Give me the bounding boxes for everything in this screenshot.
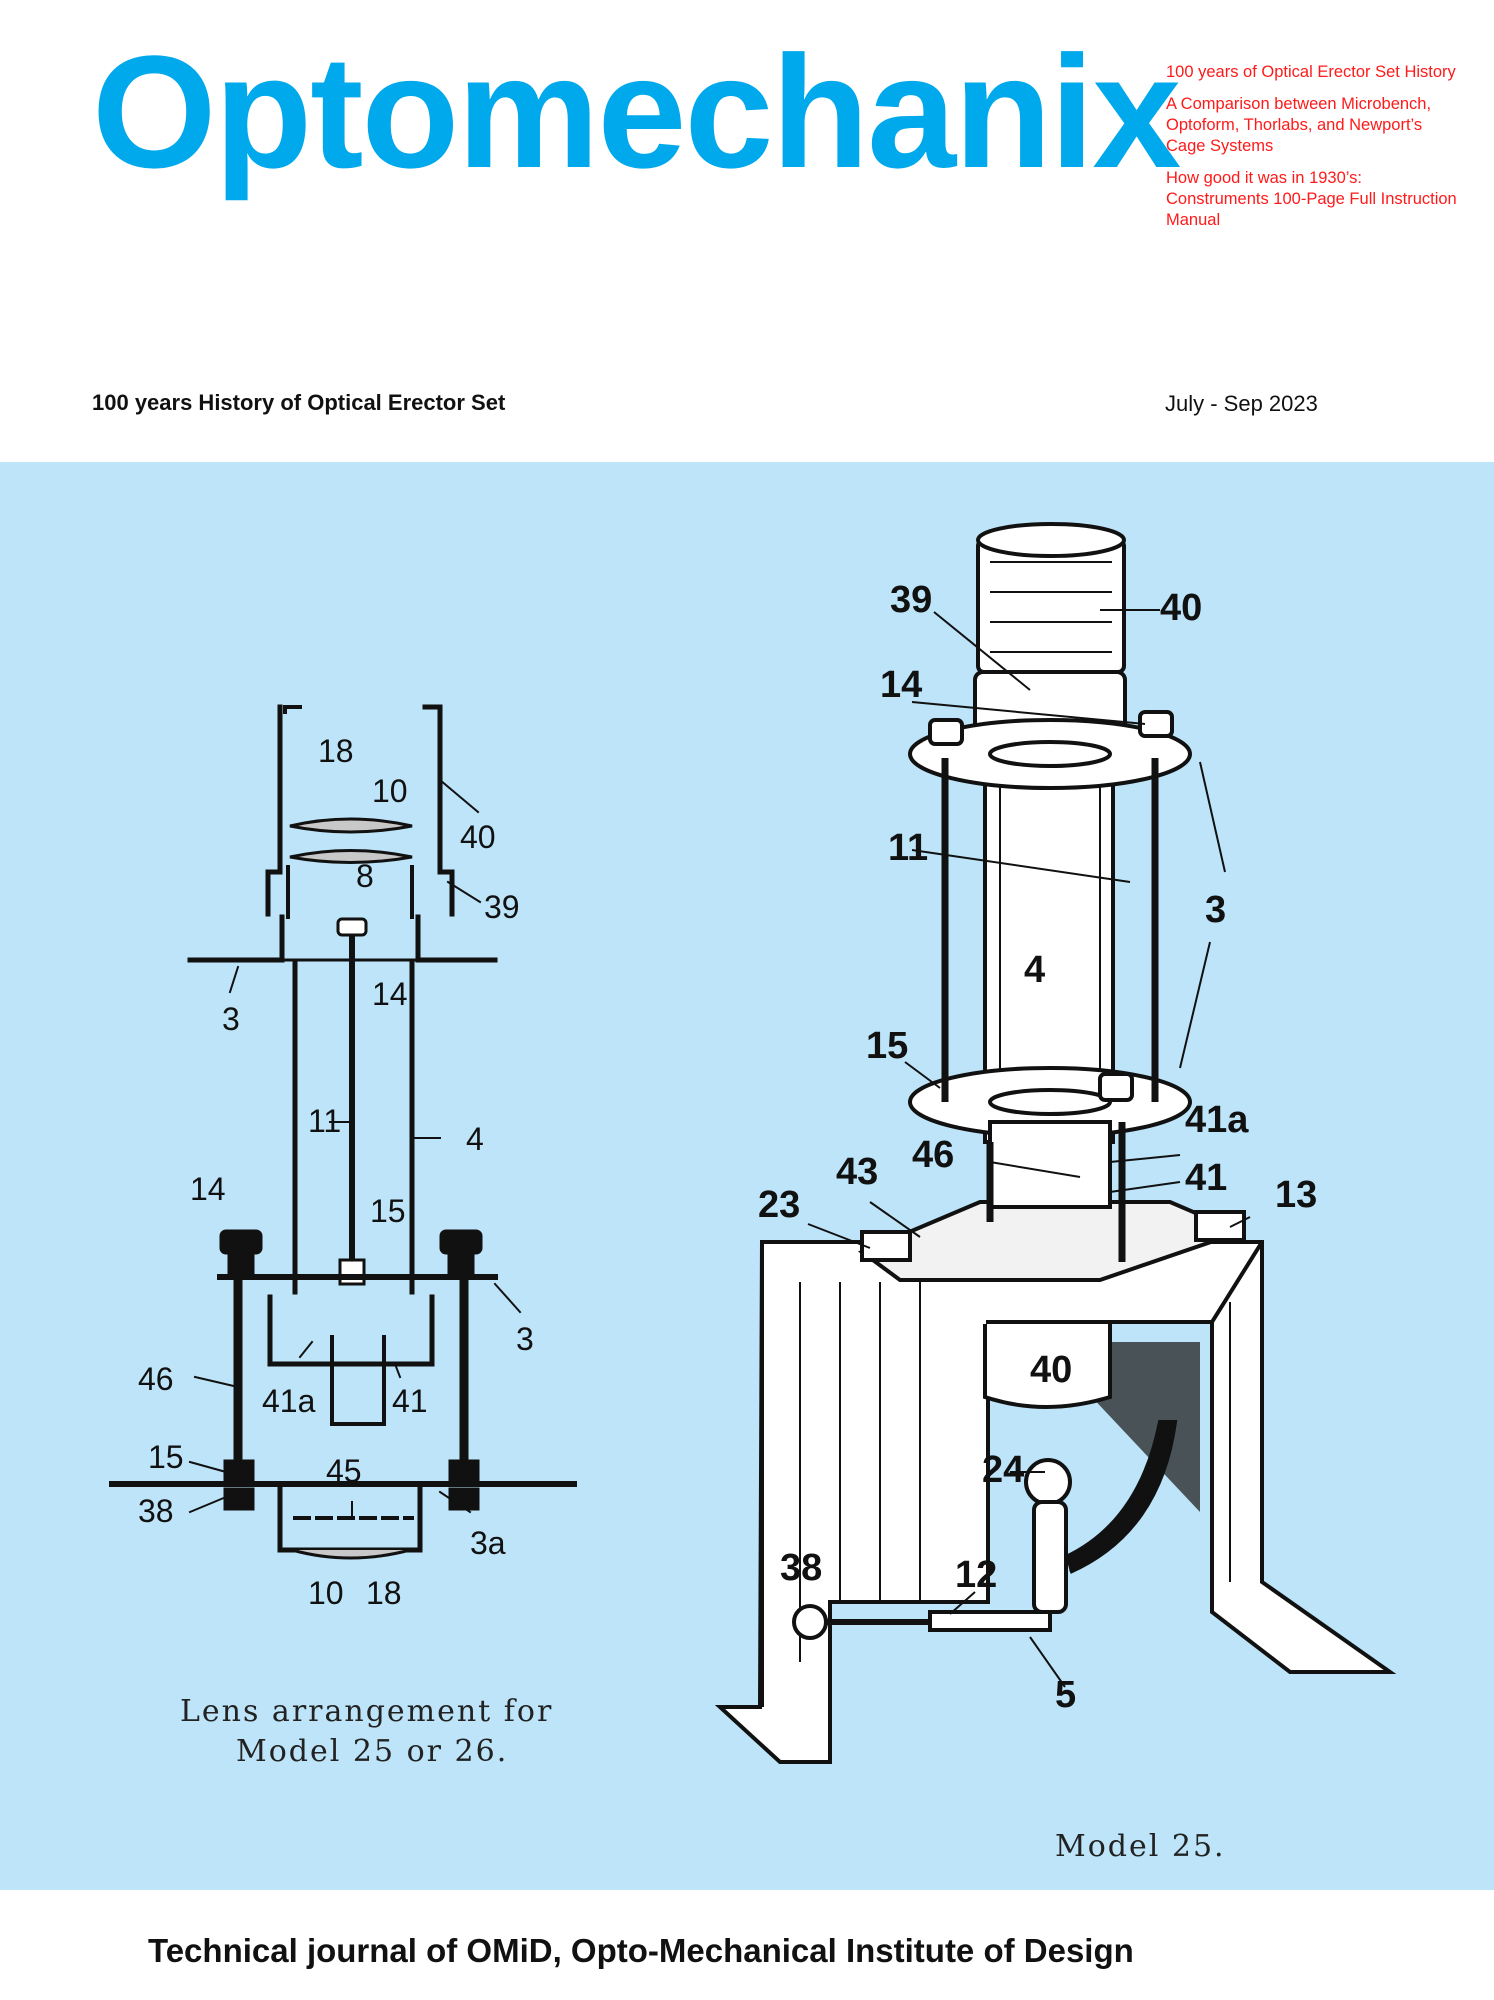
label-41a: 41a — [262, 1383, 316, 1419]
label-8: 8 — [356, 858, 374, 894]
label-14b: 14 — [190, 1171, 226, 1207]
label-r23: 23 — [758, 1184, 800, 1226]
label-r38: 38 — [780, 1547, 822, 1589]
label-r15: 15 — [866, 1025, 908, 1067]
label-18b: 18 — [366, 1575, 402, 1611]
lens-arrangement-caption: Lens arrangement for Model 25 or 26. — [180, 1692, 600, 1772]
teaser-2: A Comparison between Microbench, Optofor… — [1166, 95, 1432, 155]
label-r4: 4 — [1024, 949, 1045, 991]
label-r46: 46 — [912, 1134, 954, 1176]
label-r14: 14 — [880, 664, 922, 706]
label-3b: 3 — [516, 1321, 534, 1357]
label-r11: 11 — [888, 827, 928, 869]
label-18a: 18 — [318, 733, 354, 769]
journal-footer: Technical journal of OMiD, Opto-Mechanic… — [148, 1932, 1134, 1969]
label-3a-bottom: 3a — [470, 1525, 506, 1561]
label-11: 11 — [308, 1103, 341, 1139]
lens-arrangement-drawing: 18 10 40 8 39 14 3 11 4 14 15 3 46 41a 4… — [109, 704, 577, 1611]
label-r41a: 41a — [1185, 1099, 1249, 1141]
label-r13: 13 — [1275, 1174, 1317, 1216]
label-46: 46 — [138, 1361, 174, 1397]
model-25-drawing: 39 40 14 11 3 4 15 41a 46 43 41 23 13 40… — [714, 522, 1397, 1764]
label-r40b: 40 — [1030, 1349, 1072, 1391]
issue-date: July - Sep 2023 — [1165, 391, 1318, 416]
issue-subtitle: 100 years History of Optical Erector Set — [92, 390, 506, 415]
teaser-3: How good it was in 1930’s: Construments … — [1166, 169, 1457, 229]
technical-drawings: 18 10 40 8 39 14 3 11 4 14 15 3 46 41a 4… — [109, 522, 1397, 1764]
teaser-1: 100 years of Optical Erector Set History — [1166, 63, 1456, 81]
label-15b: 15 — [148, 1439, 184, 1475]
label-10a: 10 — [372, 773, 408, 809]
label-45: 45 — [326, 1453, 362, 1489]
label-r24: 24 — [982, 1449, 1024, 1491]
magazine-title: Optomechanix — [92, 22, 1181, 201]
label-r40: 40 — [1160, 587, 1202, 629]
lens-caption-line-2: Model 25 or 26. — [236, 1734, 509, 1769]
label-41: 41 — [392, 1383, 428, 1419]
label-r12: 12 — [955, 1554, 997, 1596]
label-r3: 3 — [1205, 889, 1226, 931]
label-39: 39 — [484, 889, 520, 925]
lens-caption-line-1: Lens arrangement for — [180, 1694, 554, 1729]
label-4: 4 — [466, 1121, 484, 1157]
label-38: 38 — [138, 1493, 174, 1529]
illustration-panel: 18 10 40 8 39 14 3 11 4 14 15 3 46 41a 4… — [0, 462, 1494, 1890]
label-r5: 5 — [1055, 1674, 1076, 1716]
label-10b: 10 — [308, 1575, 344, 1611]
label-14a: 14 — [372, 976, 408, 1012]
label-r39: 39 — [890, 579, 932, 621]
label-3a: 3 — [222, 1001, 240, 1037]
label-40: 40 — [460, 819, 496, 855]
label-r41: 41 — [1185, 1157, 1227, 1199]
cover-teasers: 100 years of Optical Erector Set History… — [1166, 62, 1466, 242]
label-r43: 43 — [836, 1151, 878, 1193]
model-25-caption: Model 25. — [1055, 1829, 1226, 1864]
label-15a: 15 — [370, 1193, 406, 1229]
